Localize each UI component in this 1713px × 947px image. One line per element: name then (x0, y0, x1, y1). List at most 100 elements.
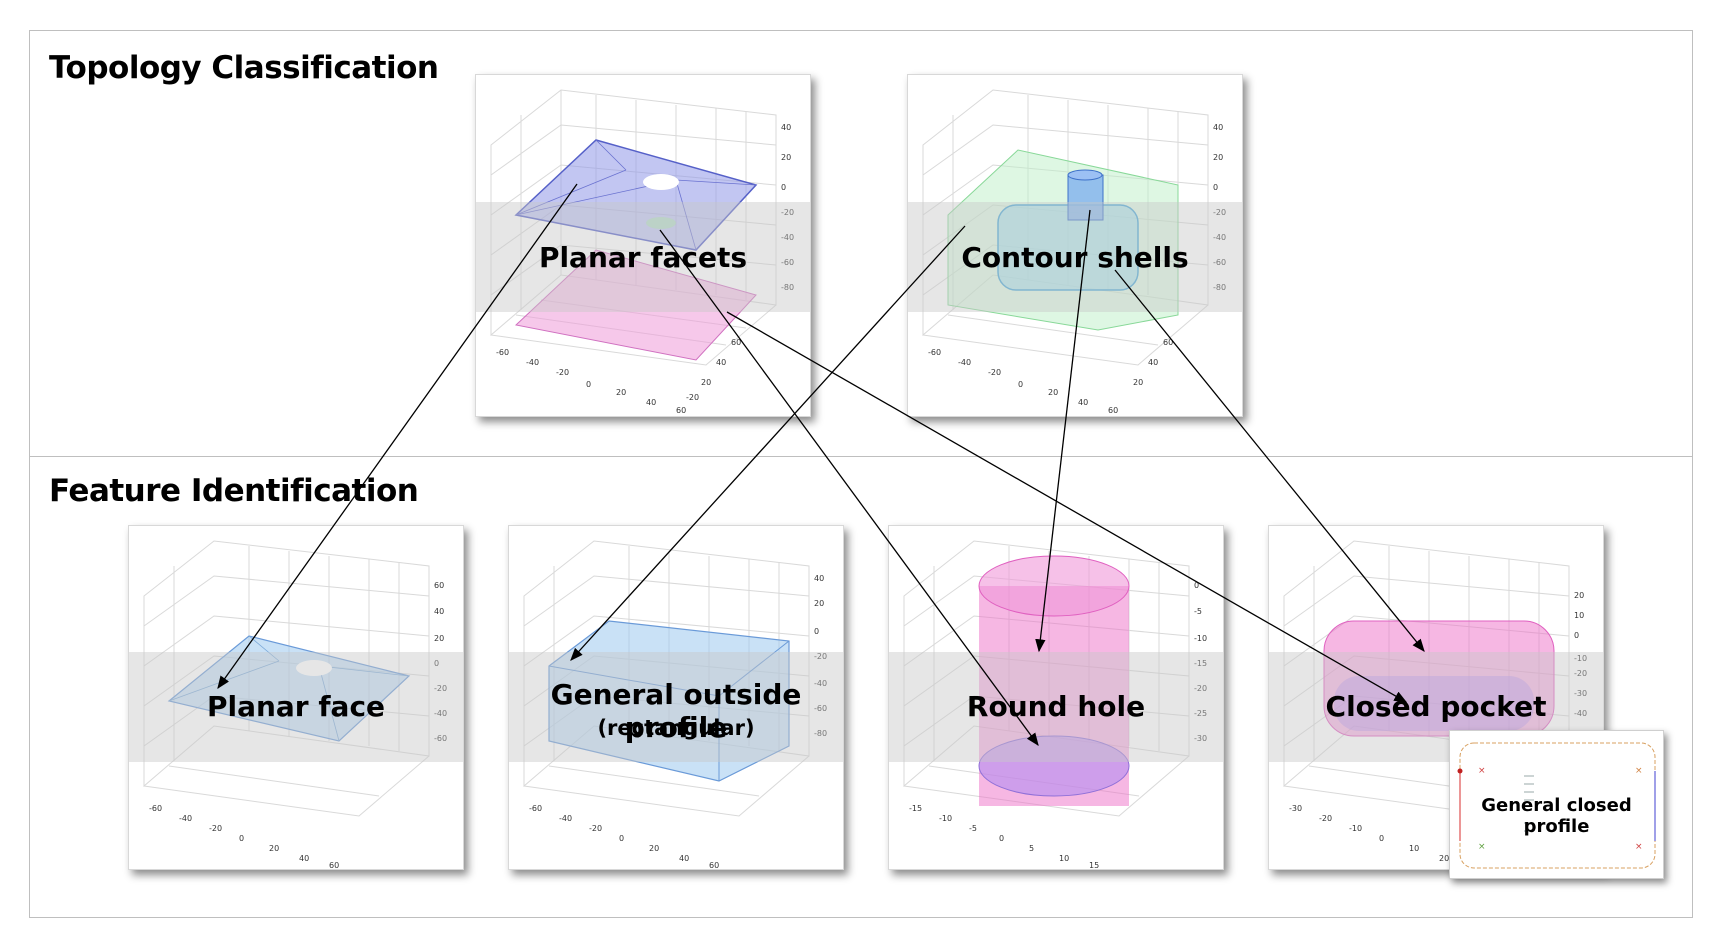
svg-text:0: 0 (999, 834, 1004, 843)
arrow-facets-to-round-hole (659, 229, 1039, 747)
label-round-hole: Round hole (966, 690, 1146, 723)
section-title-topology: Topology Classification (49, 50, 439, 86)
sublabel-rectangular: (rectangular) (597, 716, 755, 740)
svg-text:0: 0 (586, 380, 591, 389)
arrow-shells-to-closed-pocket (1114, 269, 1425, 653)
svg-text:0: 0 (781, 183, 786, 192)
svg-text:-40: -40 (814, 679, 827, 688)
svg-text:60: 60 (329, 861, 339, 870)
svg-text:-20: -20 (1194, 684, 1207, 693)
svg-text:-20: -20 (814, 652, 827, 661)
svg-text:0: 0 (814, 627, 819, 636)
label-planar-face: Planar face (206, 690, 386, 723)
svg-text:40: 40 (716, 358, 726, 367)
svg-text:-40: -40 (526, 358, 539, 367)
arrow-shells-to-outside-profile (570, 225, 966, 661)
svg-text:-40: -40 (179, 814, 192, 823)
svg-text:-60: -60 (434, 734, 447, 743)
svg-text:-80: -80 (1213, 283, 1226, 292)
svg-text:-60: -60 (496, 348, 509, 357)
svg-text:40: 40 (1148, 358, 1158, 367)
label-band (889, 652, 1223, 762)
svg-text:20: 20 (1213, 153, 1223, 162)
svg-text:20: 20 (1048, 388, 1058, 397)
label-general-closed-profile: General closed profile (1481, 795, 1632, 837)
svg-text:-60: -60 (814, 704, 827, 713)
svg-text:-20: -20 (209, 824, 222, 833)
label-closed-pocket: Closed pocket (1325, 690, 1547, 723)
svg-text:40: 40 (814, 574, 824, 583)
svg-text:0: 0 (1018, 380, 1023, 389)
svg-text:-20: -20 (781, 208, 794, 217)
svg-text:40: 40 (646, 398, 656, 407)
svg-text:10: 10 (1409, 844, 1419, 853)
svg-text:-40: -40 (781, 233, 794, 242)
svg-text:20: 20 (1574, 591, 1584, 600)
svg-text:-20: -20 (434, 684, 447, 693)
svg-text:-5: -5 (1194, 607, 1202, 616)
svg-text:-60: -60 (1213, 258, 1226, 267)
svg-text:60: 60 (731, 338, 741, 347)
svg-text:-30: -30 (1289, 804, 1302, 813)
svg-text:-20: -20 (1574, 669, 1587, 678)
svg-text:×: × (1478, 766, 1486, 776)
svg-text:20: 20 (1439, 854, 1449, 863)
svg-text:-40: -40 (1574, 709, 1587, 718)
label-band (476, 202, 810, 312)
svg-text:0: 0 (239, 834, 244, 843)
svg-text:-10: -10 (1574, 654, 1587, 663)
section-divider (29, 456, 1693, 457)
svg-text:20: 20 (701, 378, 711, 387)
svg-text:-30: -30 (1194, 734, 1207, 743)
svg-text:-20: -20 (556, 368, 569, 377)
svg-text:-40: -40 (1213, 233, 1226, 242)
section-title-feature: Feature Identification (49, 473, 419, 509)
label-band (129, 652, 463, 762)
svg-text:×: × (1635, 766, 1643, 776)
svg-text:-40: -40 (559, 814, 572, 823)
svg-text:-40: -40 (434, 709, 447, 718)
svg-text:0: 0 (1574, 631, 1579, 640)
label-contour-shells: Contour shells (961, 241, 1189, 274)
svg-text:60: 60 (709, 861, 719, 870)
svg-text:-15: -15 (1194, 659, 1207, 668)
label-band (509, 652, 843, 762)
svg-text:10: 10 (1059, 854, 1069, 863)
svg-text:-20: -20 (589, 824, 602, 833)
svg-text:40: 40 (1078, 398, 1088, 407)
svg-text:0: 0 (619, 834, 624, 843)
svg-text:0: 0 (1194, 581, 1199, 590)
svg-text:×: × (1635, 842, 1643, 852)
svg-text:60: 60 (1108, 406, 1118, 415)
svg-text:60: 60 (434, 581, 444, 590)
svg-text:40: 40 (434, 607, 444, 616)
svg-text:20: 20 (269, 844, 279, 853)
plot-general-closed-profile: × × × × (1457, 742, 1656, 869)
svg-text:0: 0 (1213, 183, 1218, 192)
label-band (908, 202, 1242, 312)
svg-text:20: 20 (434, 634, 444, 643)
svg-text:40: 40 (1213, 123, 1223, 132)
svg-text:0: 0 (434, 659, 439, 668)
svg-text:20: 20 (1133, 378, 1143, 387)
svg-text:-60: -60 (149, 804, 162, 813)
arrow-facets-to-closed-pocket (726, 311, 1408, 703)
arrow-shells-to-round-hole (1035, 209, 1091, 653)
svg-text:-60: -60 (781, 258, 794, 267)
svg-text:60: 60 (676, 406, 686, 415)
svg-text:-60: -60 (529, 804, 542, 813)
svg-text:20: 20 (649, 844, 659, 853)
svg-text:-10: -10 (1349, 824, 1362, 833)
svg-text:-20: -20 (1319, 814, 1332, 823)
svg-text:-5: -5 (969, 824, 977, 833)
svg-text:0: 0 (1379, 834, 1384, 843)
label-general-outside-profile: General outside profile (550, 678, 802, 744)
svg-text:-10: -10 (1194, 634, 1207, 643)
